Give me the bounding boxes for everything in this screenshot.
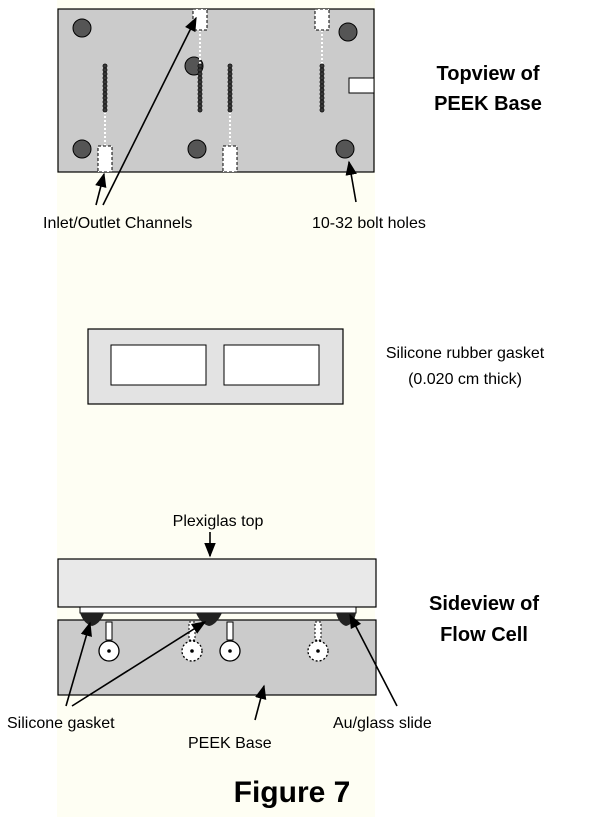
gasket-window-right [223, 344, 320, 386]
flow-path-bead [227, 87, 233, 93]
flow-path-bead [102, 87, 108, 93]
arrow-to-silicone-left [65, 621, 92, 707]
flow-path-bead [197, 87, 203, 93]
flow-path-bead [319, 83, 325, 89]
sideview-title: Sideview of Flow Cell [429, 593, 539, 646]
flow-path-bead [319, 79, 325, 85]
flow-path-bead [319, 75, 325, 81]
flow-path-bead [227, 95, 233, 101]
flow-path-bead [197, 67, 203, 73]
label-bolt-holes: 10-32 bolt holes [312, 215, 426, 232]
label-gasket-line-1: Silicone rubber gasket [386, 345, 545, 362]
arrow-to-inlet [95, 172, 107, 206]
flow-path-bead [197, 79, 203, 85]
topview-title-line-1: Topview of [437, 63, 540, 85]
flow-path-bead [227, 63, 233, 69]
flow-path-bead [102, 103, 108, 109]
flow-path-bead [227, 83, 233, 89]
flow-path-bead [319, 67, 325, 73]
silicone-gasket [87, 328, 344, 405]
flow-path-bead [102, 75, 108, 81]
flow-path-bead [197, 91, 203, 97]
bolt-hole [335, 139, 355, 159]
au-glass-slide [79, 606, 357, 614]
sideview-title-line-2: Flow Cell [440, 624, 528, 646]
flow-path-bead [102, 107, 108, 113]
fitting-dashed [181, 640, 329, 662]
topview-title-line-2: PEEK Base [434, 93, 542, 115]
flow-path-bead [102, 63, 108, 69]
flow-path-bead [319, 107, 325, 113]
arrow-to-bolt-hole [345, 160, 357, 203]
label-silicone-gasket: Silicone gasket [7, 715, 115, 732]
flow-path-bead [227, 103, 233, 109]
bolt-hole [72, 18, 92, 38]
bolt-hole [72, 139, 92, 159]
flow-path-bead [227, 67, 233, 73]
arrow-to-silicone-middle [71, 621, 207, 707]
arrow-to-outlet [102, 16, 197, 206]
flow-path-bead [197, 99, 203, 105]
bolt-hole [187, 139, 207, 159]
flow-path-bead [319, 63, 325, 69]
flow-path-bead [102, 95, 108, 101]
flow-path-bead [197, 63, 203, 69]
side-port-slot [348, 77, 375, 94]
flow-path-bead [197, 95, 203, 101]
bolt-hole [338, 22, 358, 42]
flow-path-bead [227, 99, 233, 105]
sideview-flow-cell [57, 558, 377, 696]
flow-path-bead [227, 71, 233, 77]
sideview-arrows [65, 613, 398, 721]
flow-path-bead [102, 79, 108, 85]
flow-path-bead [197, 75, 203, 81]
arrow-to-au-slide [349, 613, 398, 707]
flow-path-bead [102, 83, 108, 89]
channel-dotted-lines [104, 30, 323, 146]
flow-path-bead [227, 79, 233, 85]
flow-path-bead [102, 91, 108, 97]
flow-path-bead [227, 107, 233, 113]
gasket-window-left [110, 344, 207, 386]
flow-path-bead [319, 87, 325, 93]
figure-caption: Figure 7 [234, 776, 351, 809]
flow-path-bead [319, 71, 325, 77]
topview-title: Topview of PEEK Base [434, 63, 542, 115]
port-stem [105, 621, 234, 641]
flow-path-bead [197, 83, 203, 89]
flow-path-bead [319, 91, 325, 97]
fitting-fixed [98, 640, 241, 662]
flow-path-bead [102, 99, 108, 105]
flow-path-bead [197, 103, 203, 109]
label-peek-base: PEEK Base [188, 735, 272, 752]
inlet-outlet-port [97, 8, 330, 173]
arrow-to-peek-base [254, 684, 267, 721]
flow-path-bead [319, 103, 325, 109]
plexiglas-top [57, 558, 377, 608]
flow-path-bead [102, 71, 108, 77]
flow-path-bead [319, 95, 325, 101]
flow-path-bead [197, 107, 203, 113]
label-au-glass-slide: Au/glass slide [333, 715, 432, 732]
sideview-title-line-1: Sideview of [429, 593, 539, 615]
label-gasket-line-2: (0.020 cm thick) [408, 371, 522, 388]
label-plexiglas-top: Plexiglas top [173, 513, 264, 530]
flow-path-bead-chain [102, 63, 325, 113]
flow-path-bead [197, 71, 203, 77]
flow-path-bead [227, 75, 233, 81]
label-inlet-outlet-channels: Inlet/Outlet Channels [43, 215, 192, 232]
flow-path-bead [319, 99, 325, 105]
flow-path-bead [227, 91, 233, 97]
topview-peek-base [57, 8, 375, 173]
flow-path-bead [102, 67, 108, 73]
topview-arrows [95, 16, 357, 206]
